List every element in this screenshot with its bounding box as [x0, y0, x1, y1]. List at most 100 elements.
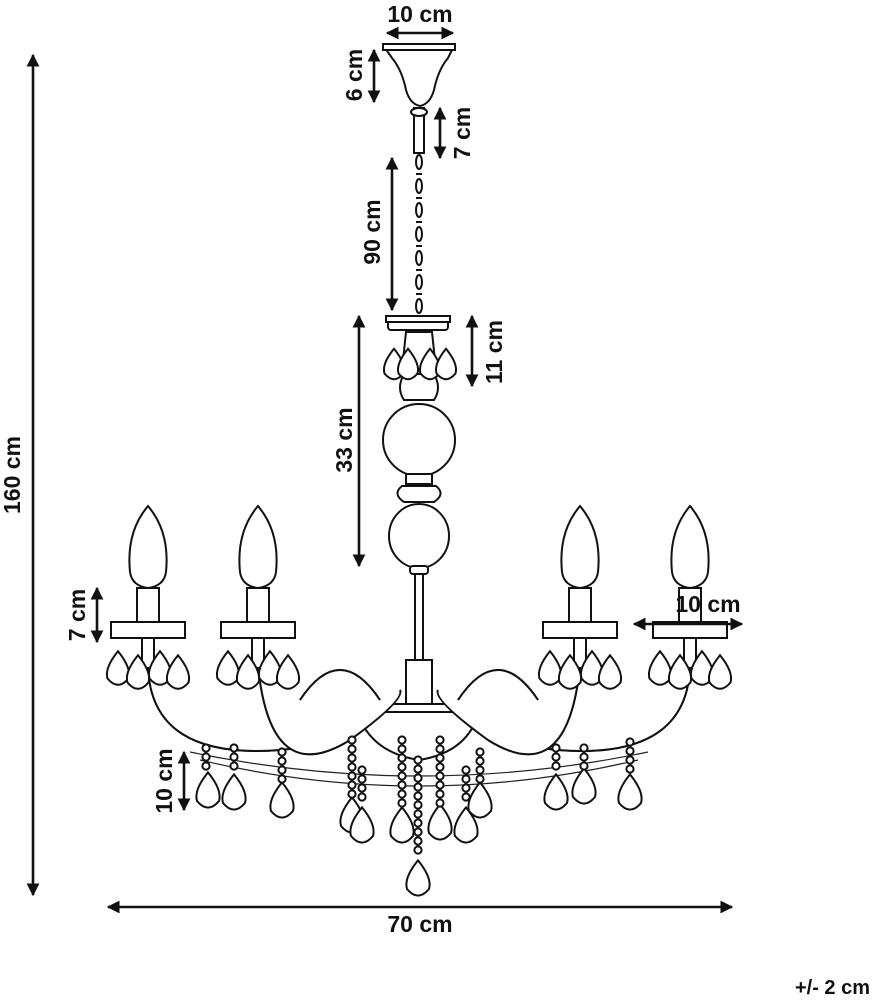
crystal-drop — [349, 805, 375, 844]
bead — [625, 764, 635, 774]
canopy-top-plate — [382, 43, 456, 51]
bead — [413, 782, 423, 792]
candle-assembly — [110, 504, 186, 669]
bead — [413, 800, 423, 810]
bead — [201, 752, 211, 762]
candle-sleeve — [136, 587, 160, 623]
crystal-drop — [195, 770, 221, 809]
crystal-drop — [571, 766, 597, 805]
chain-length-label: 90 cm — [359, 199, 385, 264]
bead — [625, 755, 635, 765]
chain-link — [415, 154, 423, 170]
bead — [461, 783, 471, 793]
candle-cup — [110, 621, 186, 639]
bead — [397, 735, 407, 745]
candle-sleeve — [246, 587, 270, 623]
bead — [435, 771, 445, 781]
bead — [277, 747, 287, 757]
candle-arms — [147, 664, 691, 787]
candle-stem — [683, 637, 697, 669]
bead — [579, 761, 589, 771]
column-height-label: 33 cm — [331, 407, 357, 472]
bead — [551, 752, 561, 762]
bead-strands — [201, 735, 635, 855]
candle-cup — [220, 621, 296, 639]
crystal-drop — [125, 653, 151, 690]
bead — [435, 753, 445, 763]
bead — [413, 809, 423, 819]
crystal-drops — [105, 347, 733, 897]
candle-assembly — [542, 504, 618, 669]
bead — [397, 789, 407, 799]
crystal-drop — [405, 858, 431, 897]
candle-assembly — [220, 504, 296, 669]
bead — [413, 773, 423, 783]
bead — [229, 761, 239, 771]
bead — [201, 743, 211, 753]
ceiling-canopy — [383, 47, 455, 108]
bead — [397, 762, 407, 772]
bead — [435, 780, 445, 790]
crystal-drop — [707, 653, 733, 690]
bulb — [670, 504, 710, 590]
bead — [435, 798, 445, 808]
bead — [475, 756, 485, 766]
central-column — [382, 331, 456, 665]
bulb — [560, 504, 600, 590]
rod-length-label: 7 cm — [449, 107, 475, 159]
center-bowl — [353, 659, 483, 762]
crystal-drop — [275, 653, 301, 690]
bead — [201, 761, 211, 771]
crystal-drop — [221, 772, 247, 811]
total-height-label: 160 cm — [0, 436, 25, 514]
tolerance-note: +/- 2 cm — [795, 977, 870, 999]
bead — [347, 762, 357, 772]
bead — [435, 744, 445, 754]
crystal-drop — [557, 653, 583, 690]
bead — [277, 765, 287, 775]
bead — [347, 744, 357, 754]
bead — [413, 755, 423, 765]
canopy-width-label: 10 cm — [387, 1, 452, 27]
bead — [347, 771, 357, 781]
bead — [475, 774, 485, 784]
chain-link — [415, 202, 423, 218]
bead — [413, 845, 423, 855]
crystal-drop — [435, 347, 457, 381]
bead — [435, 789, 445, 799]
bead — [347, 789, 357, 799]
dimension-lines — [26, 26, 744, 914]
bead — [357, 792, 367, 802]
crystal-drop — [647, 649, 673, 686]
crystal-drop — [215, 649, 241, 686]
bulb — [128, 504, 168, 590]
collar-height-label: 11 cm — [481, 320, 507, 384]
chandelier-drawing — [105, 43, 733, 897]
bead — [229, 743, 239, 753]
bead — [475, 765, 485, 775]
bulb — [238, 504, 278, 590]
bead — [435, 735, 445, 745]
bead — [625, 746, 635, 756]
chain-link — [415, 274, 423, 290]
bead — [461, 765, 471, 775]
bead — [397, 744, 407, 754]
crystal-drop — [397, 347, 419, 381]
bead — [625, 737, 635, 747]
cup-width-label: 10 cm — [675, 591, 740, 617]
crystal-drop — [667, 653, 693, 690]
crystal-drop — [543, 772, 569, 811]
crystal-drop — [389, 805, 415, 844]
chain-link — [415, 250, 423, 266]
bead — [347, 780, 357, 790]
bead — [461, 792, 471, 802]
bead — [277, 774, 287, 784]
canopy-height-label: 6 cm — [341, 49, 367, 101]
crystal-drop — [269, 780, 295, 819]
bead — [413, 827, 423, 837]
bead — [357, 783, 367, 793]
bead — [397, 780, 407, 790]
candle-stem — [141, 637, 155, 669]
